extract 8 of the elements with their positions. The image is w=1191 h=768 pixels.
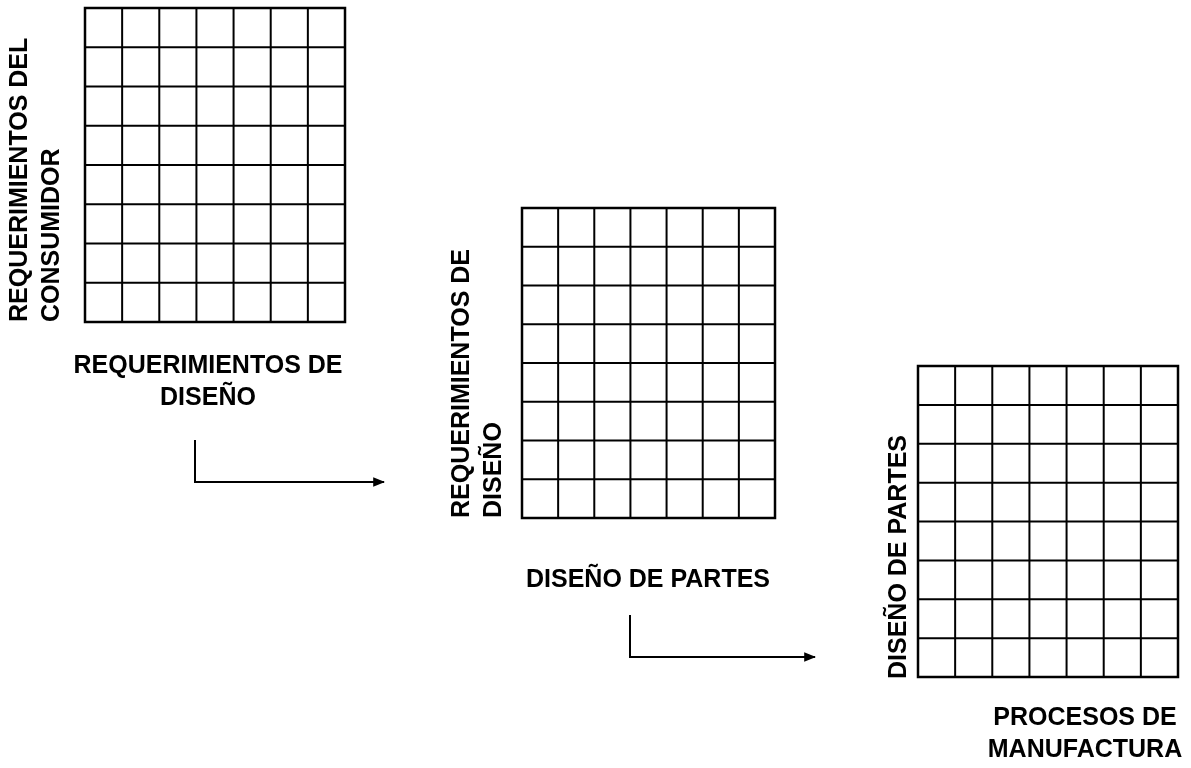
axis-label: REQUERIMIENTOS DEL CONSUMIDOR	[3, 37, 65, 322]
axis-label: REQUERIMIENTOS DE DISEÑO	[445, 247, 507, 518]
elbow-arrow	[194, 439, 386, 487]
axis-label: DISEÑO DE PARTES	[881, 433, 912, 679]
elbow-arrow	[629, 614, 817, 662]
axis-label: REQUERIMIENTOS DE DISEÑO	[72, 349, 344, 412]
axis-label: DISEÑO DE PARTES	[525, 562, 771, 594]
axis-label: PROCESOS DE MANUFACTURA	[986, 701, 1184, 764]
